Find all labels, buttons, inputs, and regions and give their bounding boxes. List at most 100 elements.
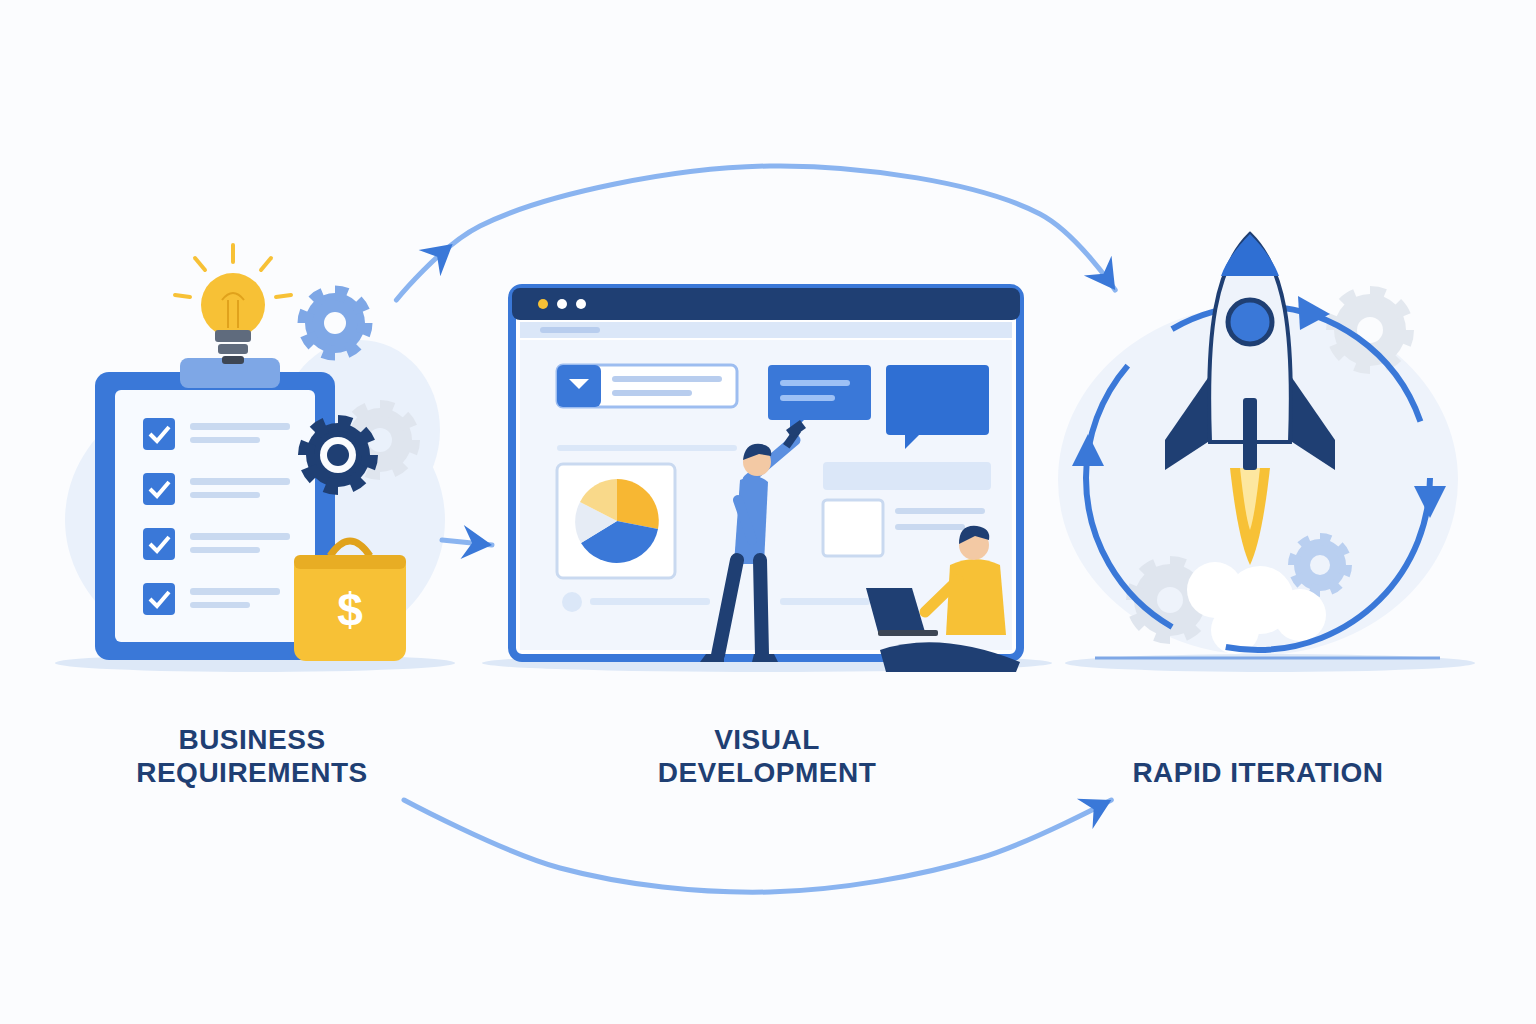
rocket-icon-part xyxy=(1240,468,1260,530)
text-line-part xyxy=(190,588,280,595)
person-sitting-part xyxy=(925,580,958,612)
browser-window-part xyxy=(557,464,675,578)
flow-arrow xyxy=(404,800,1111,892)
gear-icon-part xyxy=(324,312,346,334)
cloud xyxy=(1187,562,1326,654)
flow-connector-group xyxy=(404,799,1111,892)
lightbulb-icon-part xyxy=(215,330,251,342)
lightbulb-icon-part-part xyxy=(195,258,205,270)
arrowhead xyxy=(1077,799,1111,829)
checkbox xyxy=(143,418,175,615)
stage-label: VISUAL DEVELOPMENT xyxy=(632,723,902,790)
browser-window-part xyxy=(557,365,737,407)
lightbulb-icon-part xyxy=(218,344,248,354)
money-bag-icon xyxy=(294,541,406,661)
browser-window-part xyxy=(512,288,1020,320)
lightbulb-icon-part xyxy=(222,293,244,328)
person-standing-part xyxy=(718,560,762,655)
background-blob-part xyxy=(1065,654,1475,672)
process-stage: VISUAL DEVELOPMENT xyxy=(492,290,1042,800)
browser-window-part xyxy=(538,299,548,309)
process-stage: RAPID ITERATION xyxy=(1065,290,1451,800)
gear-icon-part xyxy=(1294,539,1346,591)
browser-window-part xyxy=(557,445,737,451)
browser-window-part xyxy=(569,379,589,389)
pie-chart-part xyxy=(617,479,659,529)
person-sitting-part xyxy=(866,588,925,632)
person-standing-part xyxy=(743,444,771,460)
lightbulb-icon xyxy=(175,245,291,364)
gear-icon-part xyxy=(306,423,370,487)
browser-window-part xyxy=(540,327,600,333)
rocket-icon-part xyxy=(1221,234,1279,276)
browser-window-part xyxy=(512,288,1020,658)
browser-window-part xyxy=(780,598,870,605)
browser-window-part xyxy=(780,395,835,401)
rocket-icon xyxy=(1165,234,1335,565)
person-sitting xyxy=(866,526,1020,672)
person-sitting-part xyxy=(959,526,989,544)
browser-window-part xyxy=(576,299,586,309)
flow-arrow xyxy=(396,166,1115,300)
person-standing-part xyxy=(734,476,768,564)
person-standing xyxy=(700,420,806,662)
person-standing-part xyxy=(700,654,778,662)
rocket-icon-part xyxy=(1165,372,1214,470)
stage-label: RAPID ITERATION xyxy=(1123,756,1393,790)
cycle-ring-part xyxy=(1095,657,1440,660)
process-stage: BUSINESS REQUIREMENTS xyxy=(62,300,442,800)
text-line-part xyxy=(190,547,260,553)
cycle-ring-part xyxy=(1298,296,1330,330)
background-blob-part xyxy=(65,370,445,670)
browser-window-part xyxy=(612,376,722,382)
checkbox-part xyxy=(143,473,175,505)
flow-connector-group xyxy=(442,525,492,559)
rocket-icon-part xyxy=(1228,300,1272,344)
pie-chart xyxy=(575,479,659,563)
currency-symbol: $ xyxy=(337,587,363,633)
text-line-part xyxy=(190,437,260,443)
text-line-part xyxy=(190,492,260,498)
browser-window xyxy=(512,288,1020,658)
text-line-part xyxy=(190,533,290,540)
browser-window-part xyxy=(780,380,850,386)
browser-window-part xyxy=(768,365,871,420)
gear-icon-part xyxy=(1310,555,1330,575)
person-sitting-part xyxy=(946,559,1006,635)
cloud-part xyxy=(1274,589,1326,641)
browser-window-part xyxy=(886,365,989,435)
gear-icon-part xyxy=(1157,587,1183,613)
rocket-icon-part xyxy=(1243,398,1257,470)
flow-connector-group xyxy=(396,166,1115,300)
gear-icon xyxy=(306,423,370,487)
stage-label: BUSINESS REQUIREMENTS xyxy=(117,723,387,790)
browser-window-part xyxy=(557,365,601,407)
checkbox-part xyxy=(150,427,169,441)
browser-window-part xyxy=(895,508,985,514)
rocket-icon-part xyxy=(1286,372,1335,470)
browser-window-part xyxy=(590,598,710,605)
person-standing-part xyxy=(786,420,806,438)
arrowhead xyxy=(419,244,453,276)
lightbulb-icon-part-part xyxy=(175,295,190,297)
lightbulb-icon-part xyxy=(201,273,265,337)
money-bag-icon-part xyxy=(294,555,406,661)
arrowhead xyxy=(461,525,493,559)
browser-window-part xyxy=(823,462,991,490)
browser-window-part xyxy=(520,322,1012,338)
lightbulb-icon-part xyxy=(222,356,244,364)
gear-icon-part xyxy=(327,444,349,466)
arrowhead xyxy=(1084,256,1115,290)
money-bag-icon-part xyxy=(294,555,406,569)
text-line-part xyxy=(190,478,290,485)
browser-window-part xyxy=(823,500,883,556)
person-sitting-part xyxy=(880,642,1020,672)
text-line-part xyxy=(190,423,290,430)
cycle-ring-part xyxy=(1414,486,1446,518)
checkbox-part xyxy=(143,528,175,560)
lightbulb-icon-part-part xyxy=(261,258,271,270)
browser-window-part xyxy=(562,592,582,612)
money-bag-icon-part xyxy=(330,541,370,556)
